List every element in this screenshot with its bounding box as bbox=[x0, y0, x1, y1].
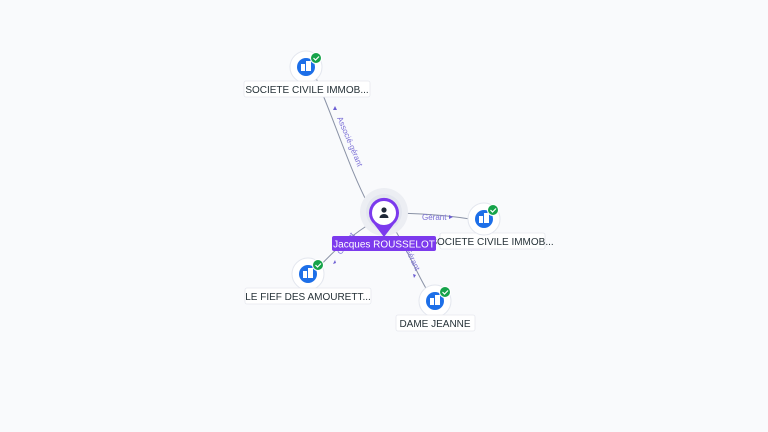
company-node-2[interactable]: SOCIETE CIVILE IMMOB... bbox=[430, 202, 554, 250]
company-label-3: LE FIEF DES AMOURETT... bbox=[245, 292, 371, 303]
building-icon bbox=[479, 213, 489, 223]
person-node[interactable]: Jacques ROUSSELOT bbox=[332, 188, 436, 251]
company-label-1: SOCIETE CIVILE IMMOB... bbox=[245, 85, 368, 96]
edges bbox=[315, 77, 476, 296]
edge-arrow-n4 bbox=[413, 274, 416, 278]
verified-check-icon bbox=[310, 52, 322, 64]
edge-arrow-n2 bbox=[449, 215, 453, 219]
edge-arrow-n3 bbox=[333, 260, 336, 264]
company-node-4[interactable]: DAME JEANNE bbox=[395, 284, 476, 332]
company-label-4: DAME JEANNE bbox=[399, 319, 470, 330]
person-label: Jacques ROUSSELOT bbox=[333, 240, 435, 251]
verified-check-icon bbox=[312, 259, 324, 271]
edge-arrow-n1 bbox=[333, 106, 337, 110]
edge-label-n1: Associé-gérant bbox=[335, 115, 364, 168]
verified-check-icon bbox=[439, 286, 451, 298]
company-node-1[interactable]: SOCIETE CIVILE IMMOB... bbox=[243, 50, 371, 98]
company-label-2: SOCIETE CIVILE IMMOB... bbox=[430, 237, 553, 248]
verified-check-icon bbox=[487, 204, 499, 216]
person-icon bbox=[379, 207, 389, 218]
building-icon bbox=[301, 61, 311, 71]
company-node-3[interactable]: LE FIEF DES AMOURETT... bbox=[244, 257, 372, 305]
edge-label-n2: Gérant bbox=[422, 213, 447, 222]
building-icon bbox=[430, 295, 440, 305]
building-icon bbox=[303, 268, 313, 278]
